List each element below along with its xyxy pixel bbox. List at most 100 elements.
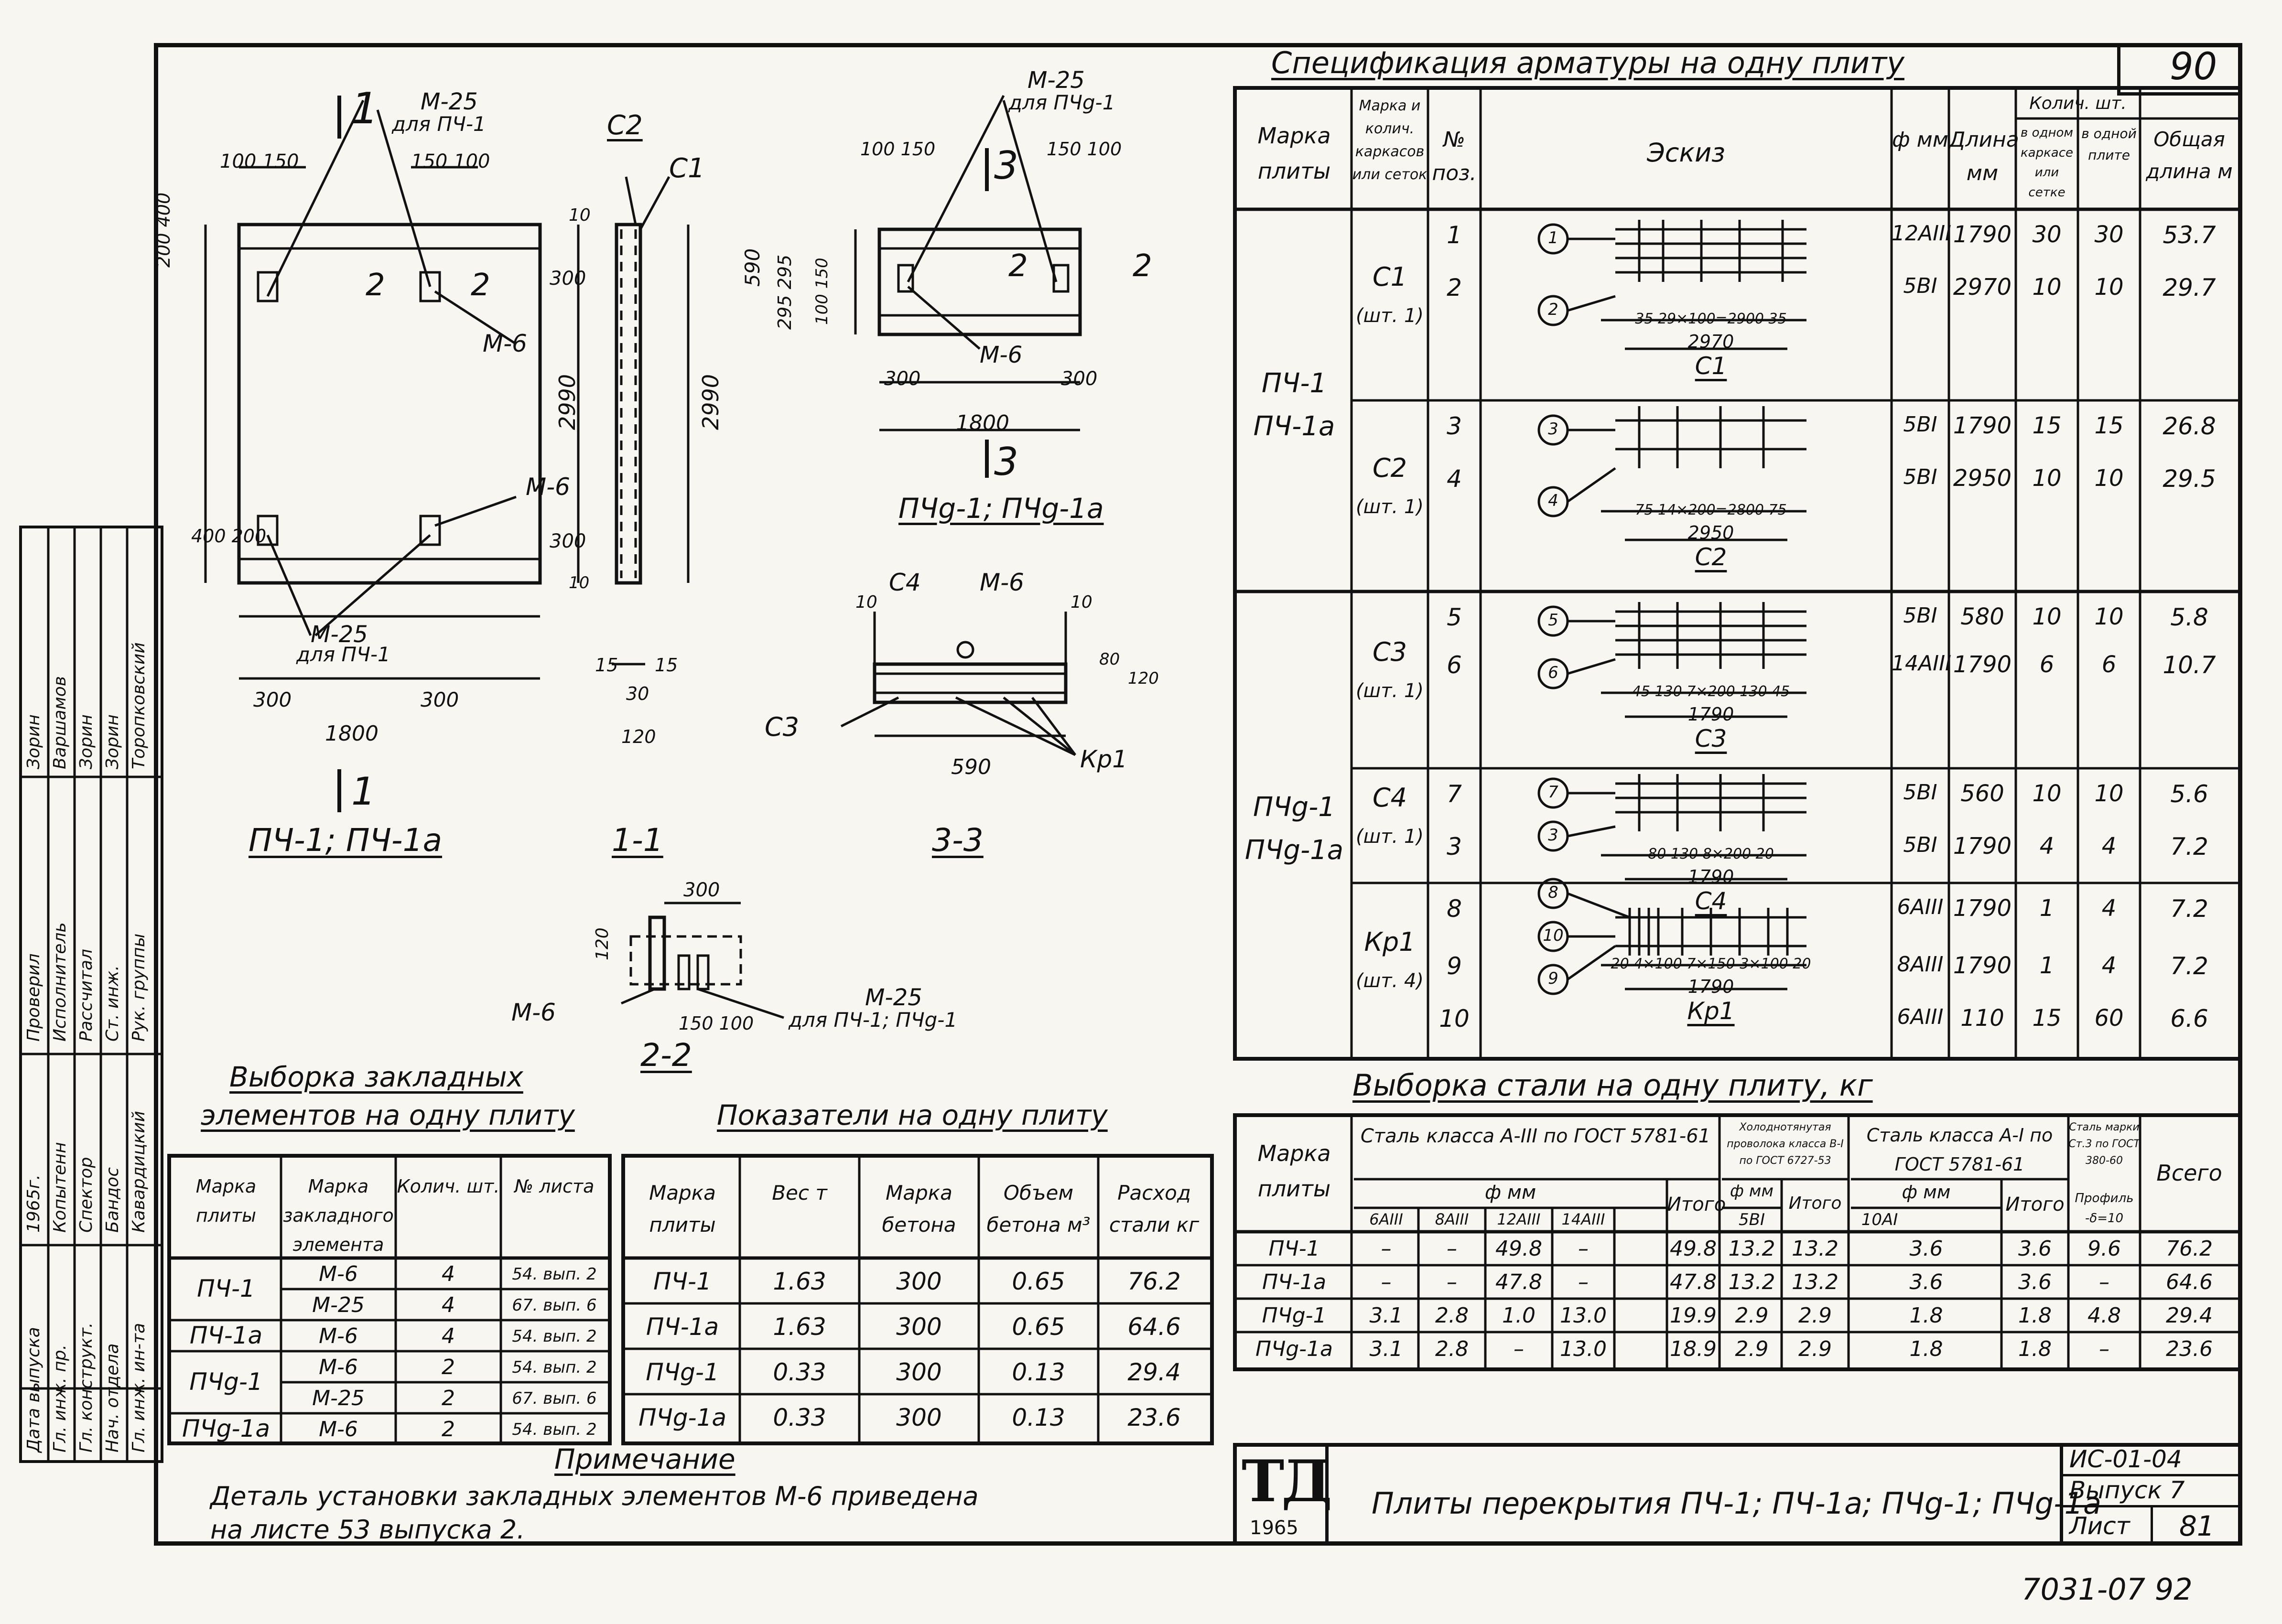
spec-pos: 7 xyxy=(1447,780,1462,808)
steel-head-itogo-3: Итого xyxy=(2005,1194,2065,1215)
embedded-sheet: 54. вып. 2 xyxy=(512,1420,597,1439)
spec-total: 5.6 xyxy=(2170,780,2208,808)
sec22-dim-150-100: 150 100 xyxy=(679,1013,754,1034)
titleblock-series: ИС-01-04 xyxy=(2069,1445,2182,1473)
sheet-number-box xyxy=(2117,43,2242,96)
steel-cell-plate: ПЧg-1 xyxy=(1262,1303,1327,1328)
steel-head-itogo-1: Итого xyxy=(1667,1194,1726,1215)
steel-cell-a12: 47.8 xyxy=(1495,1270,1542,1294)
steel-head-a1: Сталь класса А-I по ГОСТ 5781-61 xyxy=(1866,1125,2053,1175)
indicators-cell: 0.65 xyxy=(1012,1313,1065,1341)
steel-cell-a14: 13.0 xyxy=(1560,1303,1607,1328)
sketch-position-number: 8 xyxy=(1548,883,1558,902)
indicators-cell: 0.13 xyxy=(1012,1404,1065,1431)
sketch-dims: 45 130 7×200 130 45 xyxy=(1632,683,1790,700)
indicators-header: Марка бетона xyxy=(882,1181,956,1237)
steel-sub-a3: 14АIII xyxy=(1561,1210,1605,1228)
spec-n2: 6 xyxy=(2101,651,2117,678)
plan3-mark2-r: 2 xyxy=(1133,248,1152,284)
spec-n1: 10 xyxy=(2032,465,2062,492)
spec-n1: 10 xyxy=(2032,780,2062,807)
sec11-dim-120: 120 xyxy=(621,726,656,747)
spec-header-total: Общая длина м xyxy=(2146,128,2233,183)
plan1-m6-a: М-6 xyxy=(483,330,527,357)
spec-phi: 6АIII xyxy=(1897,895,1944,919)
spec-n2: 10 xyxy=(2094,274,2124,301)
steel-cell-a10: 1.8 xyxy=(1909,1337,1943,1361)
plan1-dim-300-br: 300 xyxy=(421,688,459,711)
sec33-dim-80: 80 xyxy=(1099,650,1120,669)
embedded-title-1: Выборка закладных xyxy=(229,1061,523,1093)
spec-header-plate: Марка плиты xyxy=(1257,123,1331,184)
sec11-dim-30: 30 xyxy=(626,683,649,704)
plan1-m6-b: М-6 xyxy=(526,473,570,501)
steel-cell-a6: 3.1 xyxy=(1369,1337,1403,1361)
sketch-kr1 xyxy=(1537,878,1806,995)
spec-total: 29.7 xyxy=(2163,274,2216,301)
indicators-cell: 300 xyxy=(896,1268,942,1295)
titleblock-hline1 xyxy=(2060,1474,2242,1476)
spec-len: 1790 xyxy=(1953,952,2012,979)
embedded-sheet: 67. вып. 6 xyxy=(512,1389,597,1408)
steel-sub-a1: 10АI xyxy=(1861,1210,1898,1229)
spec-len: 110 xyxy=(1960,1005,2004,1032)
td-logo-year: 1965 xyxy=(1250,1517,1298,1539)
spec-n2: 15 xyxy=(2094,412,2124,439)
stamp-role: Исполнитель xyxy=(50,922,70,1042)
sheet-number: 90 xyxy=(2170,45,2217,88)
embedded-sheet: 54. вып. 2 xyxy=(512,1358,597,1377)
indicators-cell: 0.33 xyxy=(773,1358,826,1386)
plan3-dim-300-l: 300 xyxy=(884,368,921,390)
spec-item-qty: (шт. 1) xyxy=(1356,680,1424,702)
indicators-header: Объем бетона м³ xyxy=(986,1181,1091,1237)
logo-box xyxy=(1233,1443,1329,1546)
sketch-label: С3 xyxy=(1695,725,1727,753)
sec33-m6: М-6 xyxy=(980,569,1024,596)
embedded-header: Марка плиты xyxy=(195,1176,257,1226)
spec-phi: 5ВI xyxy=(1903,833,1937,857)
sketch-dims: 20 4×100 7×150 3×100 20 xyxy=(1611,956,1811,972)
steel-cell-a8: – xyxy=(1447,1237,1457,1261)
spec-pos: 5 xyxy=(1447,603,1462,631)
td-logo: ТД xyxy=(1242,1448,1332,1515)
indicators-header: Марка плиты xyxy=(649,1181,716,1237)
indicators-cell: 300 xyxy=(896,1313,942,1341)
spec-len: 1790 xyxy=(1953,833,2012,860)
indicators-cell: 1.63 xyxy=(773,1313,826,1341)
sketch-total: 1790 xyxy=(1687,976,1734,997)
steel-cell-a8: 2.8 xyxy=(1435,1337,1469,1361)
indicators-cell: 0.13 xyxy=(1012,1358,1065,1386)
spec-n1: 1 xyxy=(2039,952,2055,979)
spec-total: 5.8 xyxy=(2170,603,2208,631)
steel-cell-it2: 2.9 xyxy=(1798,1337,1832,1361)
steel-cell-it3: 3.6 xyxy=(2018,1237,2052,1261)
note-text-1: Деталь установки закладных элементов М-6… xyxy=(210,1481,979,1511)
titleblock-issue: Выпуск 7 xyxy=(2069,1476,2185,1504)
spec-phi: 5ВI xyxy=(1903,465,1937,489)
spec-n2: 4 xyxy=(2101,833,2117,860)
spec-plate: ПЧ-1 ПЧ-1а xyxy=(1253,368,1335,442)
embedded-plate: ПЧg-1а xyxy=(182,1414,270,1442)
spec-pos: 6 xyxy=(1447,651,1462,679)
steel-head-prof: Сталь марки Ст.3 по ГОСТ 380-60 xyxy=(2068,1121,2140,1167)
plan1-dim-1800: 1800 xyxy=(325,721,379,746)
embedded-sheet: 54. вып. 2 xyxy=(512,1265,597,1284)
plan1-mark2-r: 2 xyxy=(471,268,490,303)
sketch-label: С2 xyxy=(1695,543,1727,571)
plan1-dim-300-bl: 300 xyxy=(253,688,292,711)
sec33-title: 3-3 xyxy=(932,822,984,859)
sketch-label: С1 xyxy=(1695,352,1727,380)
spec-phi: 12АIII xyxy=(1892,221,1952,246)
plan1-mark2-l: 2 xyxy=(366,268,385,303)
stamp-role: Проверил xyxy=(24,953,43,1042)
note-text-2: на листе 53 выпуска 2. xyxy=(210,1515,525,1545)
steel-cell-prof: 4.8 xyxy=(2087,1303,2121,1328)
stamp-name: Кавардицкий xyxy=(129,1110,149,1233)
steel-cell-a10: 1.8 xyxy=(1909,1303,1943,1328)
steel-table xyxy=(1233,1113,2242,1371)
spec-item-qty: (шт. 1) xyxy=(1356,496,1424,518)
indicators-cell: 0.65 xyxy=(1012,1268,1065,1295)
spec-n1: 10 xyxy=(2032,603,2062,630)
indicators-cell: 300 xyxy=(896,1358,942,1386)
embedded-header: Марка закладного элемента xyxy=(283,1176,394,1255)
